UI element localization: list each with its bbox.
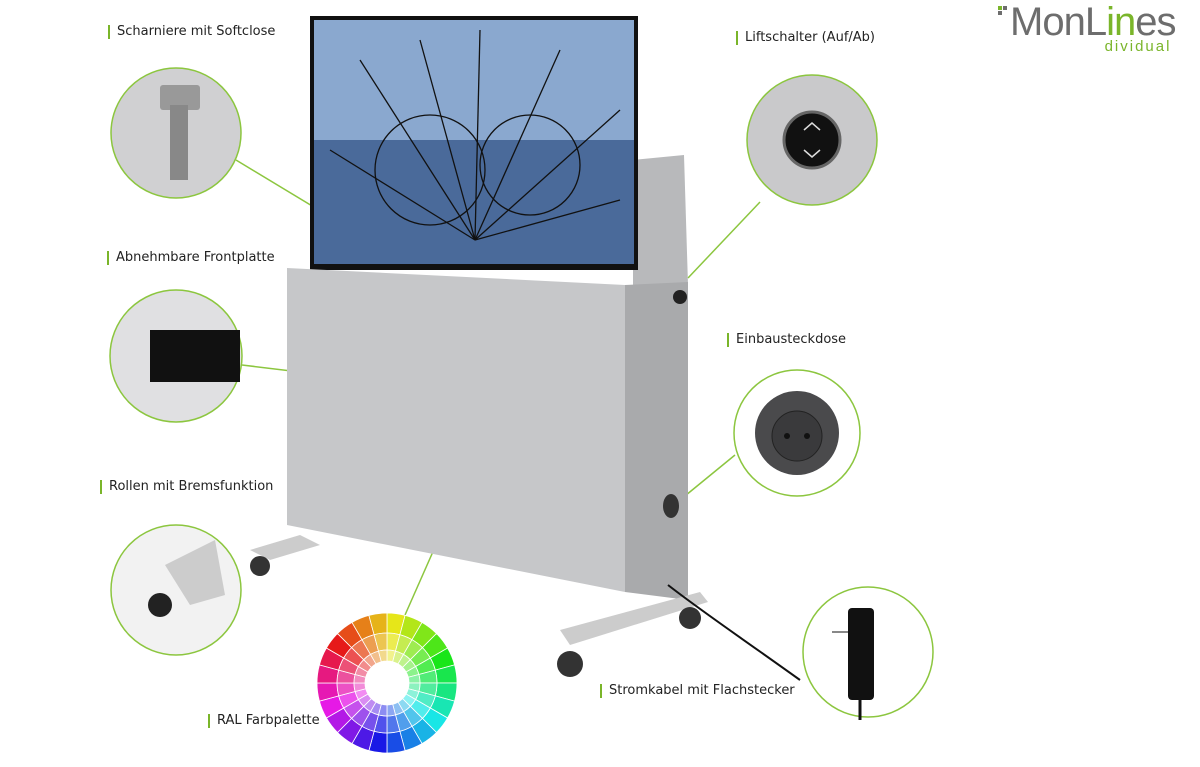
ral-color-wheel [316, 612, 458, 754]
lift-switch-icon [782, 110, 842, 170]
hinge-icon [170, 105, 188, 180]
power-cable [667, 584, 801, 681]
left-foot [250, 535, 320, 560]
brand-logo: MonLines dividual [998, 0, 1176, 55]
right-foot [560, 592, 708, 645]
label-ral: RAL Farbpalette [208, 714, 320, 728]
logo-subtitle: dividual [1104, 38, 1172, 55]
logo-text-3: es [1135, 0, 1176, 44]
cabinet-side [625, 282, 688, 600]
socket-hole [663, 494, 679, 518]
flat-plug-icon [848, 608, 874, 700]
tv-screen [310, 16, 638, 270]
logo-text-2: in [1106, 0, 1136, 44]
label-lift-switch: Liftschalter (Auf/Ab) [736, 31, 875, 45]
color-wheel-segment [378, 649, 388, 663]
label-hinge: Scharniere mit Softclose [108, 25, 275, 39]
label-front-panel: Abnehmbare Frontplatte [107, 251, 275, 265]
caster-icon [165, 540, 225, 605]
switch-hole [673, 290, 687, 304]
label-cable: Stromkabel mit Flachstecker [600, 684, 795, 698]
logo-text-1: MonL [1010, 0, 1107, 44]
panel-slot-icon [150, 330, 240, 382]
color-wheel-center [365, 661, 409, 705]
label-casters: Rollen mit Bremsfunktion [100, 480, 273, 494]
lift-tower [633, 155, 688, 288]
front-panel [287, 268, 625, 592]
label-socket: Einbausteckdose [727, 333, 846, 347]
